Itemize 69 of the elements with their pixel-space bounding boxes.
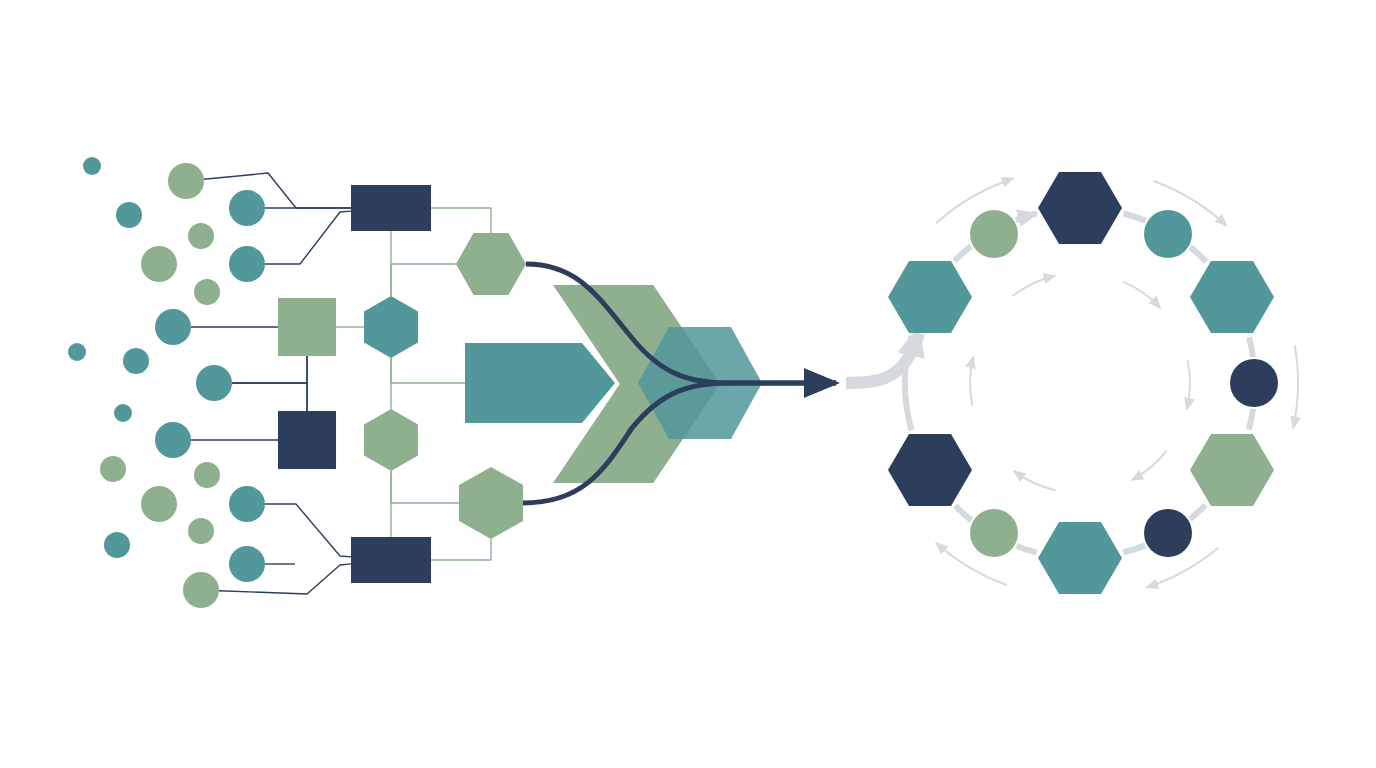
hexagon-node bbox=[459, 467, 523, 539]
circle-node bbox=[141, 246, 177, 282]
circle-node bbox=[155, 422, 191, 458]
connector-line bbox=[1245, 408, 1257, 431]
rectangle-node bbox=[278, 298, 336, 356]
circle-node bbox=[188, 518, 214, 544]
rectangle-node bbox=[278, 411, 336, 469]
hexagon-node bbox=[1190, 261, 1274, 333]
hexagon-node bbox=[1190, 434, 1274, 506]
connector-line bbox=[264, 503, 352, 558]
connector-line bbox=[306, 355, 308, 412]
hexagon-node bbox=[364, 296, 418, 358]
connector-line bbox=[390, 470, 392, 538]
connector-line bbox=[1122, 542, 1147, 556]
hexagon-node bbox=[638, 327, 762, 439]
circle-node bbox=[68, 343, 86, 361]
connector-line bbox=[1188, 244, 1209, 264]
connector-line bbox=[218, 563, 352, 595]
connector-line bbox=[190, 439, 279, 441]
connector-line bbox=[264, 563, 296, 565]
connector-line bbox=[264, 207, 352, 209]
circle-node bbox=[168, 163, 204, 199]
circle-node bbox=[194, 462, 220, 488]
circle-node bbox=[196, 365, 232, 401]
circle-node bbox=[114, 404, 132, 422]
connector-line bbox=[390, 263, 457, 297]
connector-line bbox=[335, 326, 365, 328]
circle-node bbox=[1144, 509, 1192, 557]
hexagon-node bbox=[1038, 522, 1122, 594]
circle-node bbox=[188, 223, 214, 249]
circle-node bbox=[229, 190, 265, 226]
arrow bbox=[898, 334, 917, 432]
circle-node bbox=[100, 456, 126, 482]
hexagon-node bbox=[456, 233, 526, 295]
arrow-shape bbox=[465, 343, 615, 423]
rectangle-node bbox=[351, 537, 431, 583]
arrow bbox=[1014, 209, 1039, 228]
circle-node bbox=[194, 279, 220, 305]
circle-node bbox=[229, 486, 265, 522]
connector-line bbox=[1122, 210, 1147, 224]
hexagon-node bbox=[888, 261, 972, 333]
circle-node bbox=[155, 309, 191, 345]
circle-node bbox=[104, 532, 130, 558]
circle-node bbox=[1144, 210, 1192, 258]
connector-line bbox=[190, 326, 279, 328]
circle-node bbox=[83, 157, 101, 175]
connector-line bbox=[264, 210, 352, 265]
circle-node bbox=[183, 572, 219, 608]
connector-line bbox=[952, 243, 973, 264]
hexagon-node bbox=[888, 434, 972, 506]
connector-line bbox=[430, 538, 492, 561]
circle-node bbox=[123, 348, 149, 374]
rectangle-node bbox=[351, 185, 431, 231]
connector-line bbox=[390, 357, 466, 384]
circle-node bbox=[970, 210, 1018, 258]
circle-node bbox=[229, 546, 265, 582]
arrow bbox=[522, 368, 840, 506]
hexagon-node bbox=[1038, 172, 1122, 244]
connector-line bbox=[953, 503, 974, 523]
hexagon-node bbox=[364, 409, 418, 471]
circle-node bbox=[141, 486, 177, 522]
connector-line bbox=[1188, 502, 1208, 522]
circle-node bbox=[116, 202, 142, 228]
connector-line bbox=[430, 207, 492, 234]
connector-line bbox=[1246, 336, 1257, 358]
circle-node bbox=[1230, 359, 1278, 407]
connector-line bbox=[1015, 543, 1038, 556]
circle-node bbox=[229, 246, 265, 282]
circle-node bbox=[970, 509, 1018, 557]
